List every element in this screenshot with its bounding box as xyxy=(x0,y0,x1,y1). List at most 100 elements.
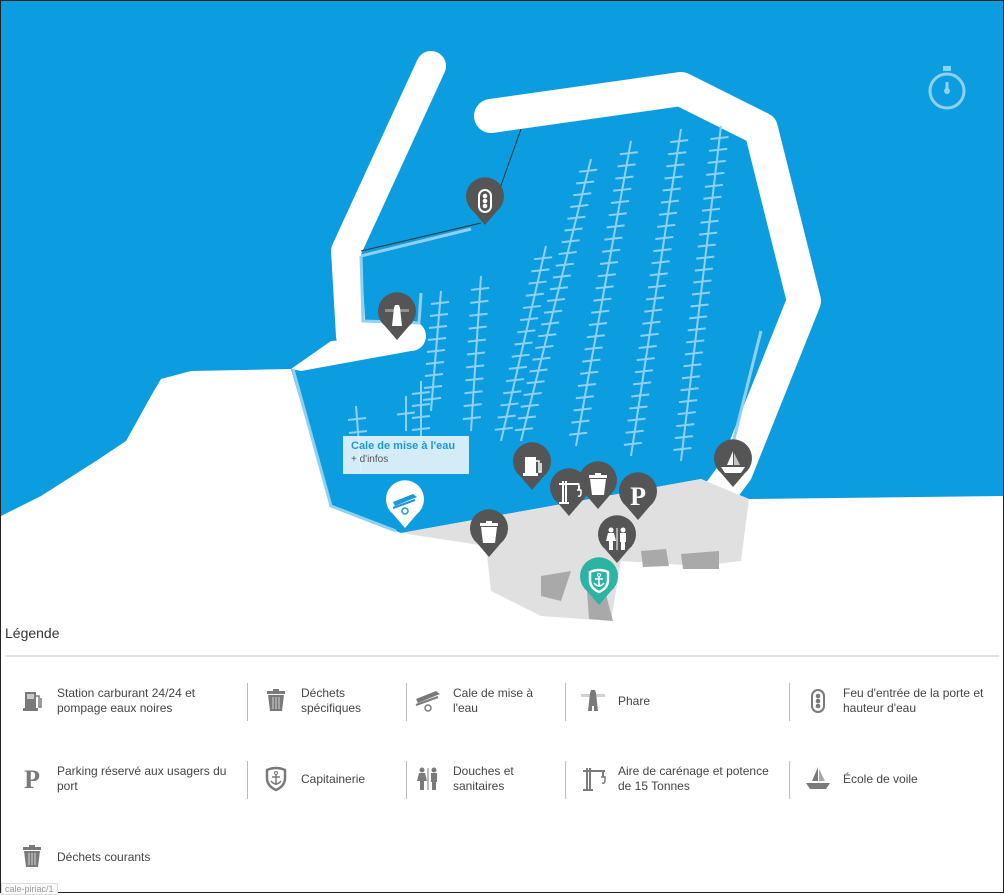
berth-finger xyxy=(534,256,553,261)
berth-finger xyxy=(689,315,708,320)
berth-finger xyxy=(347,417,367,421)
legend-item: Capitainerie xyxy=(259,759,391,799)
berth-finger xyxy=(623,441,642,446)
berth-finger xyxy=(690,303,709,308)
berth-finger xyxy=(411,391,431,395)
berth-finger xyxy=(657,223,676,228)
berth-finger xyxy=(658,211,678,216)
map-pin-fuel-pump[interactable]: Station carburant xyxy=(513,442,551,490)
crane-icon xyxy=(576,762,610,796)
fuel-pump-icon xyxy=(523,457,542,476)
gate-line xyxy=(498,128,522,192)
berth-finger xyxy=(699,231,718,236)
harbor-map[interactable]: Feu d'entrée de la porte et hauteur d'ea… xyxy=(1,1,1003,623)
map-pin-crane[interactable]: Aire de carénage xyxy=(550,468,588,516)
berth-finger xyxy=(561,239,580,244)
berth-finger xyxy=(680,387,699,392)
berth-finger xyxy=(679,399,698,404)
compass-icon[interactable] xyxy=(928,66,966,110)
berth-finger xyxy=(570,204,589,208)
legend-item: Feu d'entrée de la porte et hauteur d'ea… xyxy=(801,681,993,721)
berth-finger xyxy=(500,402,519,407)
berth-finger xyxy=(651,260,670,265)
map-pin-trash[interactable]: Déchets courants xyxy=(470,509,508,557)
berth-finger xyxy=(631,393,650,398)
berth-finger xyxy=(709,147,728,152)
berth-finger xyxy=(604,236,623,241)
legend-item: Cale de mise à l'eau xyxy=(411,681,543,721)
map-pin-lighthouse[interactable]: Phare xyxy=(378,292,416,340)
map-pin-boat-trailer[interactable]: Cale de mise à l'eau xyxy=(386,480,424,528)
berth-finger xyxy=(642,320,661,325)
trash-icon xyxy=(480,521,498,543)
berth-finger xyxy=(636,357,655,362)
pontoon xyxy=(575,140,632,447)
berth-finger xyxy=(633,381,652,386)
svg-text:P: P xyxy=(24,765,40,794)
berth-finger xyxy=(606,224,625,229)
crane-icon xyxy=(559,481,582,504)
berth-finger xyxy=(687,327,706,332)
berth-finger xyxy=(668,151,687,156)
berth-finger xyxy=(629,405,648,410)
legend-item-label: Aire de carénage et potence de 15 Tonnes xyxy=(618,764,769,793)
legend-item-label: École de voile xyxy=(843,771,918,786)
tooltip-title[interactable]: Cale de mise à l'eau xyxy=(351,440,456,452)
map-pin-harbor-office[interactable]: Capitainerie xyxy=(580,557,618,605)
legend-title: Légende xyxy=(5,625,60,641)
legend-separator xyxy=(247,683,248,721)
berth-finger xyxy=(494,426,513,431)
berth-finger xyxy=(578,168,598,173)
berth-finger xyxy=(686,339,705,344)
berth-finger xyxy=(558,251,577,255)
harbor-office-icon xyxy=(259,762,293,796)
berth-finger xyxy=(522,304,542,309)
berth-finger xyxy=(529,368,548,373)
legend-item: Station carburant 24/24 et pompage eaux … xyxy=(15,681,227,721)
berth-finger xyxy=(593,297,612,302)
berth-finger xyxy=(691,291,711,296)
legend-separator xyxy=(789,761,790,799)
berth-finger xyxy=(617,163,636,168)
berth-finger xyxy=(638,345,657,349)
berth-finger xyxy=(655,236,674,240)
berth-finger xyxy=(703,195,722,200)
berth-finger xyxy=(586,334,605,339)
berth-finger xyxy=(466,364,485,369)
berth-finger xyxy=(514,427,534,432)
berth-finger xyxy=(653,248,672,253)
berth-finger xyxy=(564,227,583,232)
map-pin-sailboat[interactable]: École de voile xyxy=(714,439,752,487)
berth-finger xyxy=(673,447,692,452)
berth-finger xyxy=(531,268,550,273)
map-pin-toilets[interactable]: Douches et sanitaires xyxy=(598,515,636,563)
map-pin-traffic-light[interactable]: Feu d'entrée de la porte et hauteur d'ea… xyxy=(466,177,504,225)
parking-icon: P xyxy=(15,762,49,796)
legend-item: Aire de carénage et potence de 15 Tonnes xyxy=(576,759,778,799)
berth-finger xyxy=(681,375,701,380)
berth-finger xyxy=(710,135,729,140)
berth-finger xyxy=(396,411,416,416)
map-pin-trash[interactable]: Déchets spécifiques xyxy=(579,461,617,509)
berth-finger xyxy=(645,296,665,301)
berth-finger xyxy=(422,397,442,401)
berth-finger xyxy=(573,192,592,197)
berth-finger xyxy=(677,411,696,416)
berth-finger xyxy=(644,308,663,313)
map-tooltip[interactable]: Cale de mise à l'eau + d'infos xyxy=(343,436,469,474)
legend-item-label: Déchets spécifiques xyxy=(301,686,362,715)
tooltip-more-link[interactable]: + d'infos xyxy=(351,454,389,465)
berth-finger xyxy=(704,183,723,188)
legend-separator xyxy=(247,761,248,799)
berth-finger xyxy=(707,159,726,164)
berth-finger xyxy=(627,417,646,422)
legend-item-label: Feu d'entrée de la porte et hauteur d'ea… xyxy=(843,686,984,715)
berth-finger xyxy=(511,353,530,358)
berth-finger xyxy=(664,175,683,180)
berth-finger xyxy=(428,325,448,329)
berth-finger xyxy=(660,199,679,204)
berth-finger xyxy=(525,292,544,297)
berth-finger xyxy=(591,309,610,314)
